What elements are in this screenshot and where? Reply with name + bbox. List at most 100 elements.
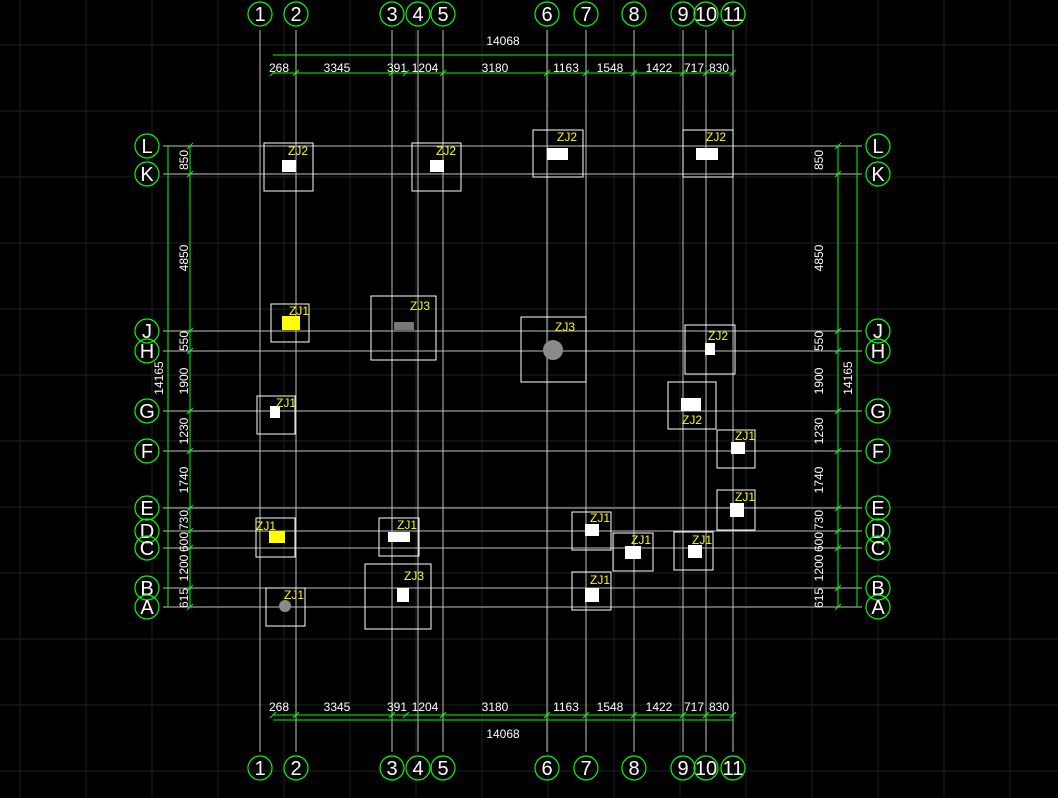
footing-outline bbox=[364, 563, 432, 630]
grid-bubble-9: 9 bbox=[670, 1, 696, 27]
footing: ZJ2 bbox=[684, 324, 736, 375]
grid-bubble-circle bbox=[134, 575, 160, 601]
column bbox=[696, 148, 718, 160]
grid-bubble-circle bbox=[865, 398, 891, 424]
total-dimension-right: 14165 bbox=[841, 361, 855, 395]
grid-bubble-label: 5 bbox=[437, 758, 448, 780]
grid-bubble-8: 8 bbox=[621, 1, 647, 27]
grid-bubble-1: 1 bbox=[247, 755, 273, 781]
grid-bubble-circle bbox=[134, 318, 160, 344]
dimension-text: 730 bbox=[812, 510, 826, 530]
grid-bubble-circle bbox=[865, 575, 891, 601]
grid-bubble-circle bbox=[134, 518, 160, 544]
grid-bubble-label: G bbox=[139, 401, 155, 423]
grid-bubble-label: 7 bbox=[580, 758, 591, 780]
grid-bubble-circle bbox=[573, 755, 599, 781]
footing-label: ZJ1 bbox=[692, 533, 712, 547]
grid-bubble-4: 4 bbox=[405, 1, 431, 27]
grid-bubble-label: 1 bbox=[254, 758, 265, 780]
grid-bubble-1: 1 bbox=[247, 1, 273, 27]
grid-bubble-label: F bbox=[872, 441, 884, 463]
grid-bubble-G: G bbox=[134, 398, 160, 424]
grid-bubble-label: D bbox=[140, 521, 154, 543]
grid-bubble-label: 10 bbox=[695, 4, 717, 26]
grid-bubble-label: G bbox=[870, 401, 886, 423]
footing-outline bbox=[411, 142, 462, 192]
dimension-text: 1422 bbox=[646, 61, 673, 75]
grid-bubble-A: A bbox=[865, 594, 891, 620]
grid-bubble-circle bbox=[134, 594, 160, 620]
footing: ZJ3 bbox=[520, 316, 587, 383]
grid-bubble-circle bbox=[134, 535, 160, 561]
dimension-text: 615 bbox=[177, 588, 191, 608]
column bbox=[430, 160, 444, 172]
grid-bubble-circle bbox=[720, 755, 746, 781]
dimension-text: 1740 bbox=[177, 466, 191, 493]
grid-bubble-circle bbox=[379, 755, 405, 781]
total-dimension-bottom: 14068 bbox=[486, 727, 520, 741]
grid-bubble-circle bbox=[283, 1, 309, 27]
grid-bubble-circle bbox=[865, 338, 891, 364]
footing: ZJ1 bbox=[673, 531, 714, 571]
dimension-lines bbox=[167, 54, 858, 721]
grid-bubble-label: J bbox=[873, 321, 883, 343]
footing: ZJ1 bbox=[256, 395, 296, 435]
grid-bubble-circle bbox=[134, 438, 160, 464]
footing-label: ZJ1 bbox=[735, 429, 755, 443]
footing-outline bbox=[520, 316, 587, 383]
column bbox=[625, 546, 641, 559]
footing-label: ZJ2 bbox=[557, 130, 577, 144]
grid-bubble-circle bbox=[405, 1, 431, 27]
dimension-text: 1163 bbox=[553, 700, 579, 714]
grid-bubble-F: F bbox=[865, 438, 891, 464]
footing: ZJ1 bbox=[716, 489, 756, 531]
footing: ZJ1 bbox=[270, 303, 310, 343]
dimension-text: 1548 bbox=[597, 61, 624, 75]
grid-bubble-2: 2 bbox=[283, 1, 309, 27]
dimension-text: 1422 bbox=[646, 700, 673, 714]
total-dimension-top: 14068 bbox=[486, 34, 520, 48]
footing: ZJ2 bbox=[411, 142, 462, 192]
dimension-text: 600 bbox=[177, 532, 191, 552]
grid-bubble-label: C bbox=[140, 538, 154, 560]
footing-label: ZJ2 bbox=[288, 144, 308, 158]
footing-label: ZJ1 bbox=[289, 304, 309, 318]
grid-bubble-circle bbox=[134, 161, 160, 187]
grid-bubble-circle bbox=[865, 495, 891, 521]
dimension-text: 1163 bbox=[553, 61, 579, 75]
footing: ZJ1 bbox=[612, 532, 654, 572]
footing: ZJ1 bbox=[716, 429, 756, 469]
total-dimension-left: 14165 bbox=[152, 361, 166, 395]
column bbox=[705, 343, 715, 355]
column bbox=[543, 340, 563, 360]
dimension-text: 830 bbox=[709, 700, 729, 714]
grid-bubble-J: J bbox=[865, 318, 891, 344]
dimension-text: 1230 bbox=[812, 417, 826, 444]
grid-bubble-circle bbox=[405, 755, 431, 781]
footing-outline bbox=[571, 511, 612, 551]
footing-label: ZJ1 bbox=[276, 396, 296, 410]
footing-outline bbox=[612, 532, 654, 572]
footing-label: ZJ1 bbox=[631, 533, 651, 547]
column bbox=[394, 322, 414, 330]
footing-label: ZJ1 bbox=[590, 573, 610, 587]
grid-bubble-H: H bbox=[134, 338, 160, 364]
grid-bubble-circle bbox=[430, 755, 456, 781]
dimension-text: 4850 bbox=[812, 244, 826, 271]
grid-bubble-label: F bbox=[141, 441, 153, 463]
footing-outline bbox=[256, 395, 296, 435]
grid-bubble-circle bbox=[865, 438, 891, 464]
grid-bubble-circle bbox=[134, 398, 160, 424]
dimension-texts: 2682683345334539139112041204318031801163… bbox=[177, 61, 826, 714]
grid-bubble-circle bbox=[534, 1, 560, 27]
grid-bubble-label: K bbox=[871, 164, 885, 186]
footing-outline bbox=[265, 587, 306, 627]
footing-label: ZJ1 bbox=[735, 490, 755, 504]
dimension-text: 600 bbox=[812, 532, 826, 552]
grid-bubble-label: L bbox=[872, 136, 883, 158]
dimension-text: 717 bbox=[684, 700, 704, 714]
grid-bubble-label: 11 bbox=[723, 4, 744, 26]
grid-bubble-circle bbox=[865, 535, 891, 561]
